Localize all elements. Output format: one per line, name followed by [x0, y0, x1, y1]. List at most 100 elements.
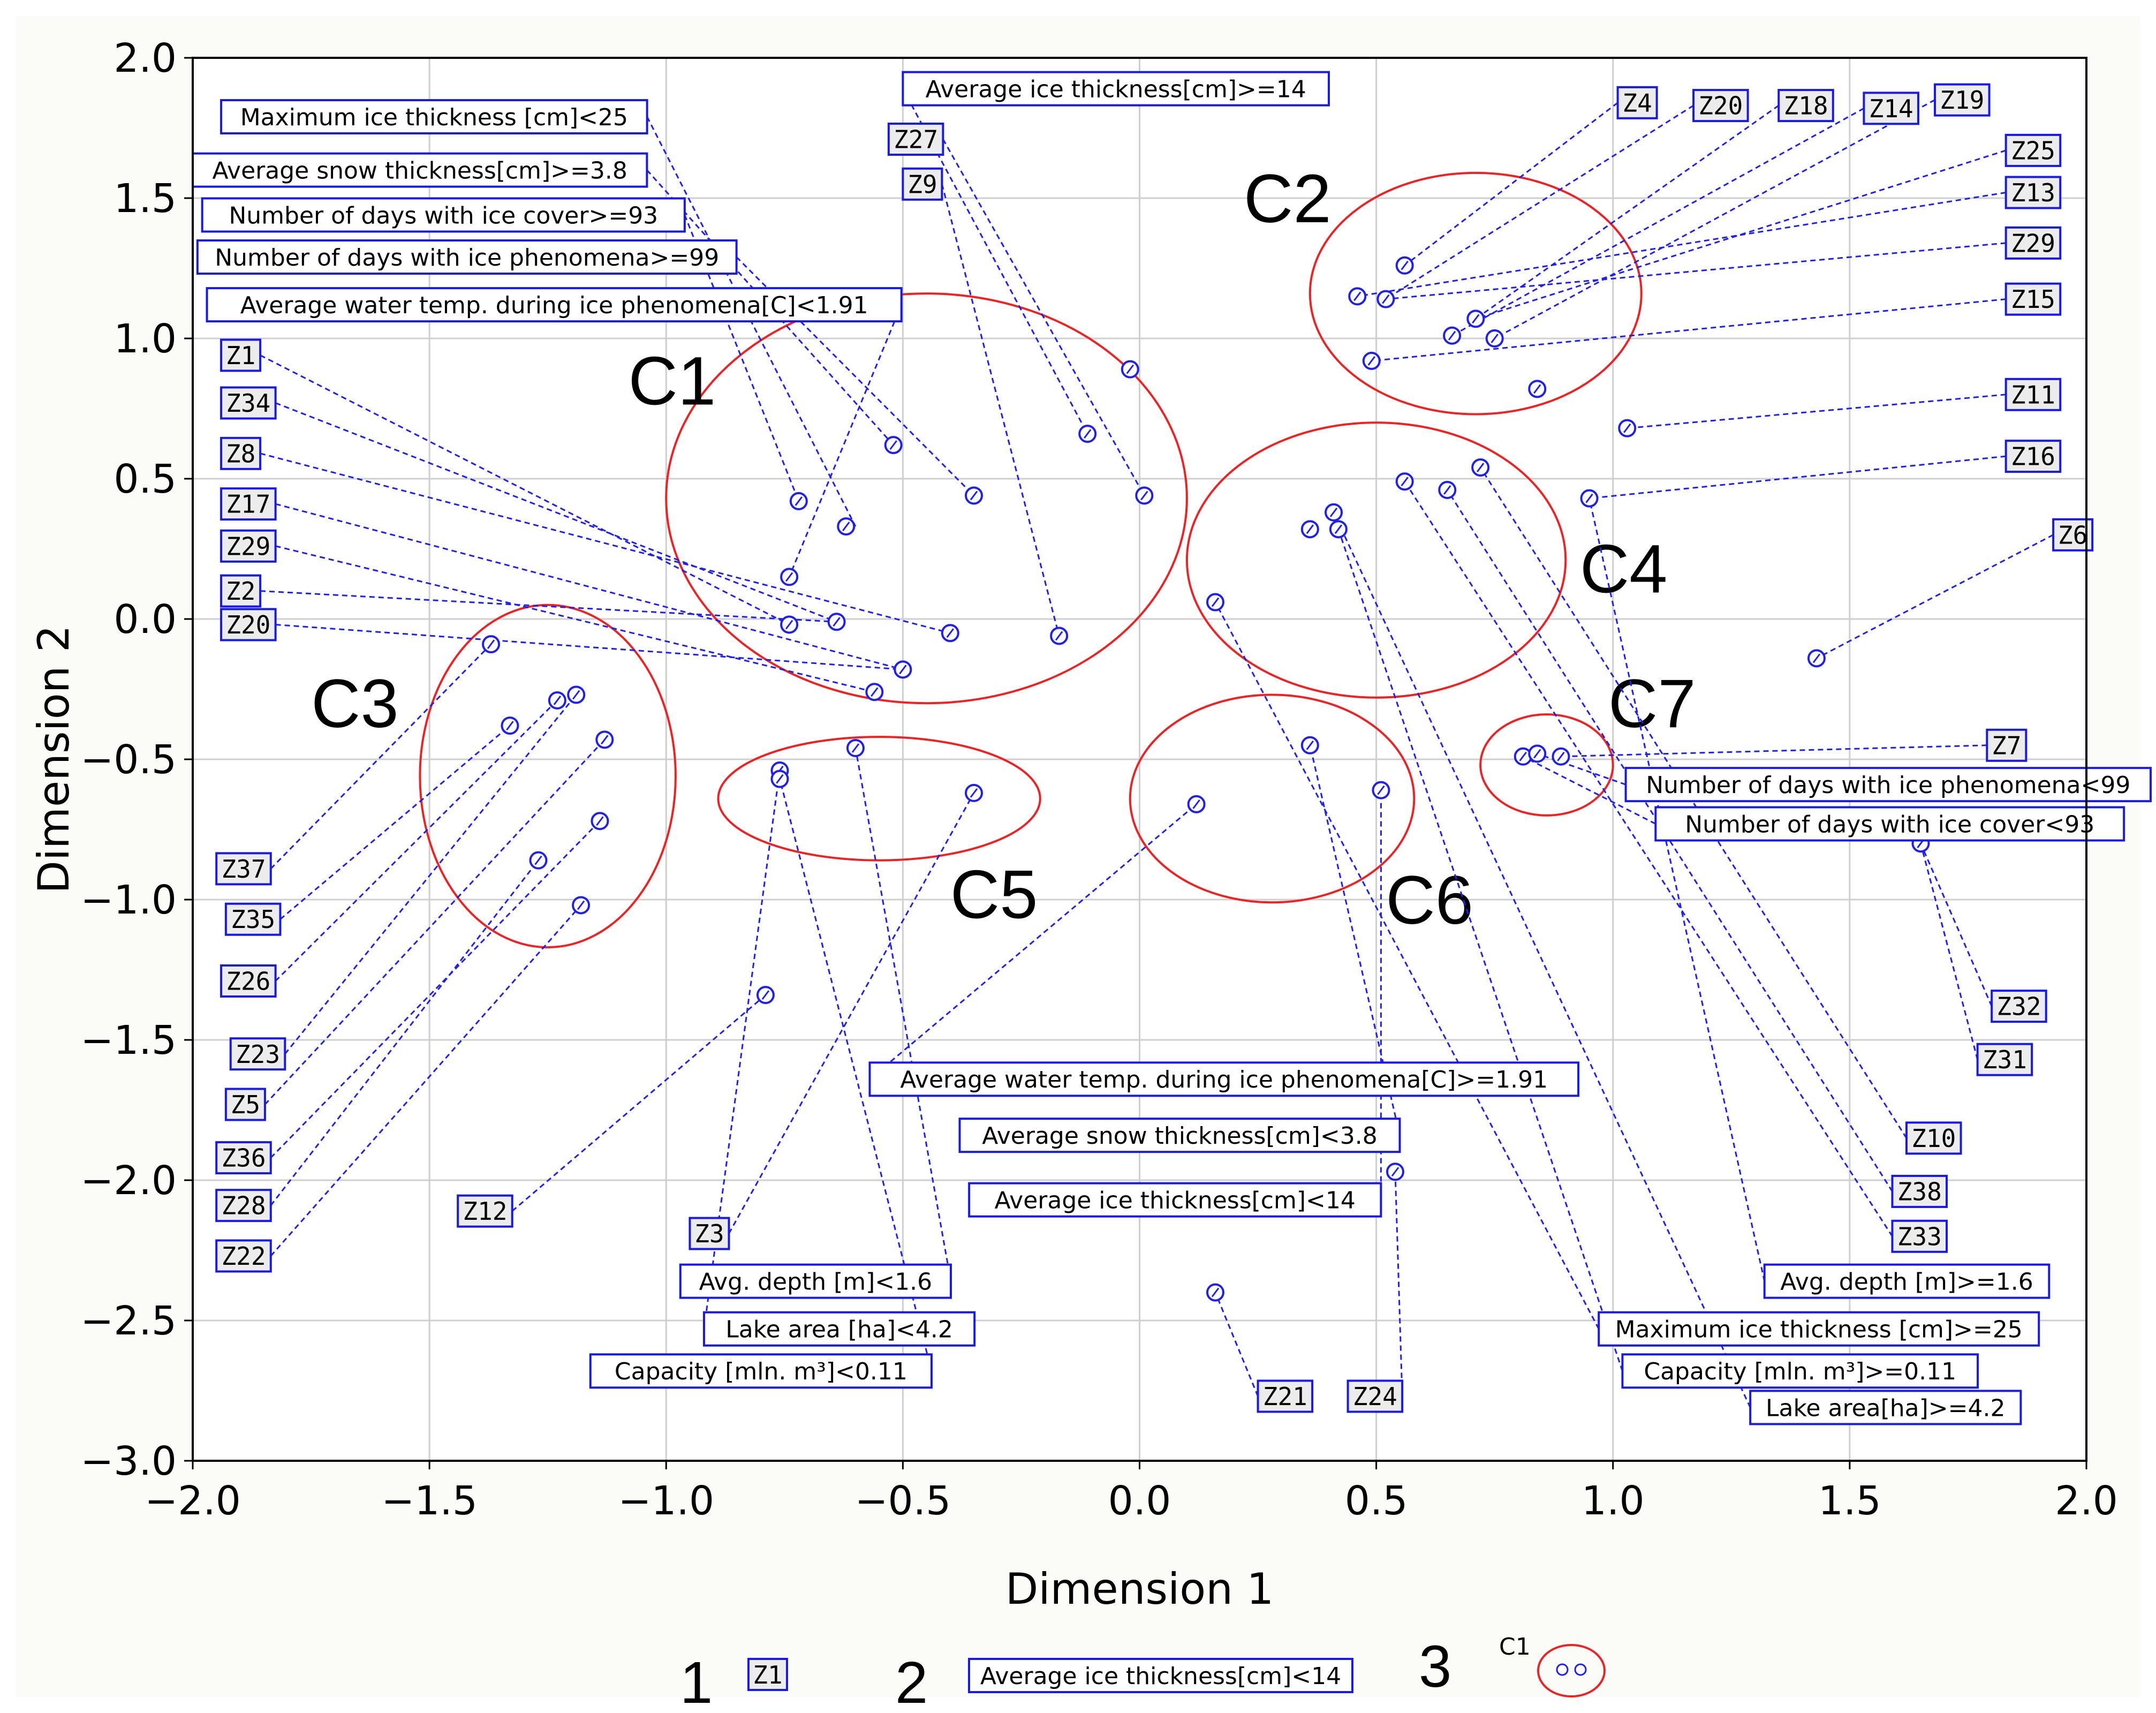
leader-line	[275, 623, 903, 670]
category-label: Maximum ice thickness [cm]>=25	[1615, 1316, 2023, 1344]
lake-label: Z25	[2011, 136, 2055, 165]
lake-label-box	[220, 574, 262, 608]
lake-label-box	[229, 1037, 286, 1071]
point-slash	[1401, 477, 1409, 487]
lake-label-box	[1991, 990, 2047, 1023]
data-point	[1325, 503, 1343, 522]
point-slash	[842, 522, 850, 531]
data-point	[756, 986, 775, 1005]
legend-number: 2	[895, 1650, 928, 1713]
category-label-box	[201, 197, 686, 233]
category-label-box	[1654, 806, 2125, 842]
leader-line	[1394, 1172, 1403, 1397]
leader-lines	[260, 88, 2054, 1408]
data-point	[1376, 290, 1395, 308]
lake-label: Z28	[221, 1191, 266, 1220]
x-tick-label: 1.0	[1582, 1478, 1645, 1524]
data-point	[548, 691, 566, 710]
data-point	[572, 896, 591, 915]
data-point	[567, 685, 586, 704]
x-tick-label: −1.5	[381, 1478, 478, 1524]
legend-number: 3	[1419, 1634, 1451, 1700]
lake-label: Z20	[226, 610, 270, 639]
y-tick-label: −1.0	[80, 877, 177, 923]
category-label-box	[968, 1182, 1382, 1218]
data-point	[1206, 593, 1224, 612]
point-slash	[1476, 463, 1485, 472]
data-point	[1466, 310, 1485, 328]
lake-label: Z10	[1911, 1124, 1956, 1153]
leader-line	[275, 699, 558, 982]
point-slash	[1533, 384, 1541, 394]
data-point	[837, 517, 856, 536]
data-point	[1348, 287, 1367, 306]
data-point	[1362, 351, 1381, 370]
leader-line	[1214, 1292, 1259, 1397]
leader-line	[1920, 843, 1993, 1007]
category-label: Avg. depth [m]<1.6	[699, 1268, 933, 1295]
lake-label: Z26	[226, 967, 270, 996]
data-point	[1121, 360, 1139, 379]
leader-line	[1494, 99, 1935, 339]
lake-label-box	[220, 608, 277, 642]
data-point	[1528, 380, 1547, 398]
point-slash	[871, 687, 879, 697]
leader-line	[260, 590, 837, 623]
point-slash	[785, 620, 793, 630]
point-slash	[946, 628, 955, 638]
category-label-box	[1598, 1311, 2040, 1347]
leader-line	[260, 452, 951, 634]
point-slash	[1306, 524, 1314, 534]
leader-line	[869, 803, 1197, 1080]
point-slash	[1472, 314, 1480, 324]
lake-label: Z19	[1940, 86, 1984, 115]
lake-label: Z21	[1263, 1382, 1307, 1411]
data-point	[1618, 419, 1637, 437]
data-point	[789, 492, 808, 510]
leader-line	[1920, 843, 1979, 1060]
point-slash	[1140, 490, 1148, 501]
legend-point-marker	[1574, 1663, 1587, 1676]
cluster-label: C7	[1608, 666, 1696, 742]
data-point	[780, 615, 799, 634]
data-point	[827, 613, 846, 631]
leader-line	[275, 503, 903, 670]
category-label-box	[902, 71, 1330, 107]
category-label: Number of days with ice cover>=93	[229, 202, 658, 229]
data-point	[591, 812, 609, 831]
leader-line	[270, 644, 492, 870]
x-tick-label: −2.0	[145, 1478, 241, 1524]
lake-label-box	[220, 487, 277, 521]
category-label-box	[1749, 1390, 2022, 1425]
lake-label: Z31	[1983, 1045, 2027, 1074]
category-label-box	[1621, 1353, 1979, 1389]
lake-label: Z29	[2011, 229, 2055, 258]
lake-label: Z8	[226, 439, 255, 468]
category-label: Average ice thickness[cm]<14	[995, 1187, 1356, 1214]
lake-label: Z1	[226, 341, 255, 370]
lake-label-box	[1616, 86, 1658, 119]
data-point	[1580, 489, 1599, 508]
point-slash	[970, 788, 978, 798]
leader-line	[1214, 601, 1600, 1330]
point-slash	[1491, 334, 1499, 343]
cluster-ellipse	[1479, 713, 1614, 817]
point-slash	[1585, 493, 1593, 503]
point-slash	[1353, 291, 1361, 301]
point-slash	[970, 490, 978, 501]
cluster-label: C2	[1244, 161, 1332, 237]
data-point	[529, 851, 548, 870]
lake-label-box	[1692, 89, 1749, 123]
lake-label-box	[2004, 378, 2062, 411]
leader-line	[275, 402, 837, 623]
cluster-ellipse	[419, 603, 677, 949]
leader-line	[854, 748, 952, 1281]
legend-lake-label: Z1	[753, 1661, 782, 1689]
leader-line	[270, 820, 601, 1159]
cluster-label: C6	[1386, 862, 1473, 939]
leader-line	[1523, 756, 1656, 825]
lake-label-box	[1986, 728, 2028, 762]
point-slash	[1084, 429, 1092, 439]
